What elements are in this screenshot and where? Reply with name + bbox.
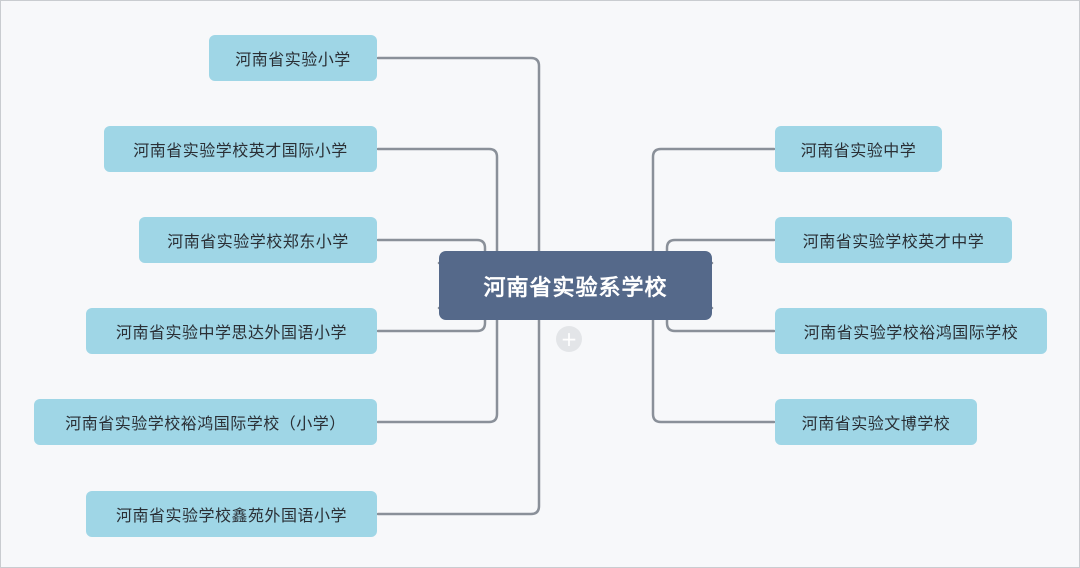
root-node[interactable]: 河南省实验系学校	[439, 251, 712, 320]
right-node-1-label: 河南省实验中学	[800, 141, 917, 160]
connector-left-3	[376, 238, 487, 265]
right-node-2-label: 河南省实验学校英才中学	[802, 232, 985, 251]
left-node-3-label: 河南省实验学校郑东小学	[167, 232, 349, 251]
connector-left-4	[376, 306, 487, 333]
right-node-2[interactable]: 河南省实验学校英才中学	[775, 217, 1012, 263]
left-node-4-label: 河南省实验中学思达外国语小学	[115, 323, 347, 342]
right-node-3[interactable]: 河南省实验学校裕鸿国际学校	[775, 308, 1047, 354]
left-node-1[interactable]: 河南省实验小学	[209, 35, 377, 81]
right-node-4-label: 河南省实验文博学校	[801, 414, 951, 433]
left-node-2[interactable]: 河南省实验学校英才国际小学	[104, 126, 377, 172]
left-node-3[interactable]: 河南省实验学校郑东小学	[139, 217, 377, 263]
right-node-4[interactable]: 河南省实验文博学校	[775, 399, 977, 445]
root-node-label: 河南省实验系学校	[483, 275, 668, 301]
left-node-2-label: 河南省实验学校英才国际小学	[133, 141, 348, 160]
right-node-1[interactable]: 河南省实验中学	[775, 126, 942, 172]
watermark-plus-icon: +	[556, 326, 582, 352]
connector-left-1	[376, 56, 541, 253]
left-node-4[interactable]: 河南省实验中学思达外国语小学	[86, 308, 377, 354]
connector-left-6	[376, 318, 541, 516]
connector-right-1	[651, 147, 776, 253]
left-node-6-label: 河南省实验学校鑫苑外国语小学	[115, 506, 347, 525]
connector-right-4	[651, 318, 776, 424]
left-node-5-label: 河南省实验学校裕鸿国际学校（小学）	[65, 414, 346, 433]
right-node-3-label: 河南省实验学校裕鸿国际学校	[803, 323, 1019, 342]
left-node-1-label: 河南省实验小学	[235, 50, 351, 69]
left-node-6[interactable]: 河南省实验学校鑫苑外国语小学	[86, 491, 377, 537]
connector-right-3	[665, 306, 776, 333]
connector-left-5	[376, 318, 499, 424]
left-node-5[interactable]: 河南省实验学校裕鸿国际学校（小学）	[34, 399, 377, 445]
connector-right-2	[665, 238, 776, 265]
connector-left-2	[376, 147, 499, 253]
